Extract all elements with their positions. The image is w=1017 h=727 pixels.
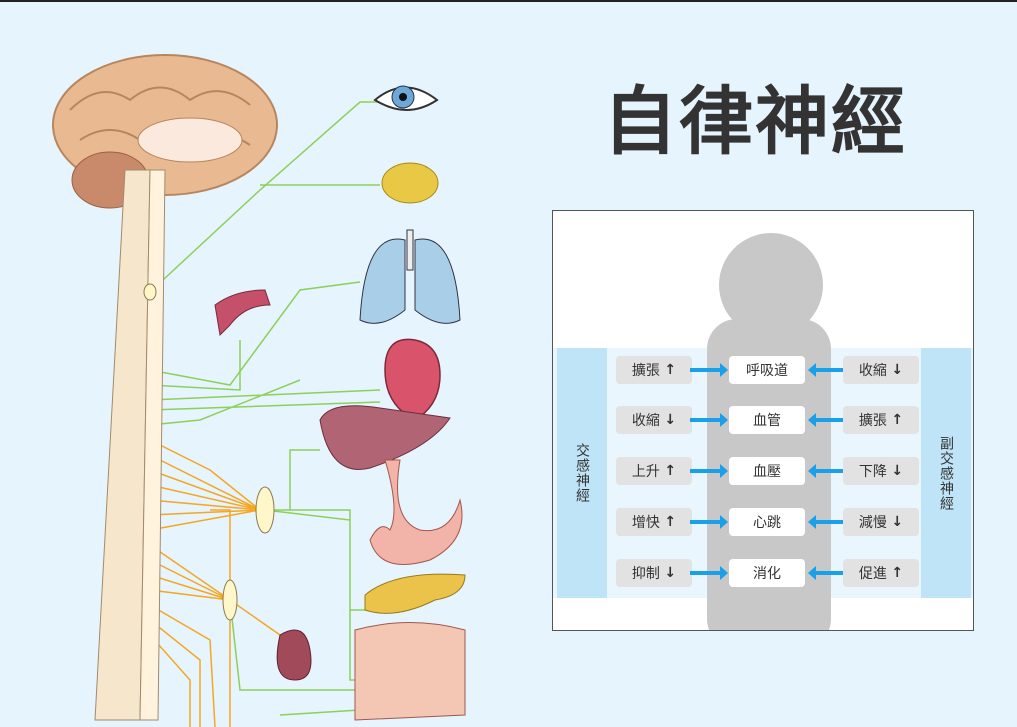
direction-arrow-icon: ↓ [891,463,904,479]
effect-text: 擴張 [858,413,887,429]
direction-arrow-icon: ↓ [891,514,904,530]
parasympathetic-effect: 收縮 ↓ [843,356,919,384]
organ-label: 消化 [729,559,805,587]
sympathetic-label: 交感神經 [574,443,590,503]
organ-label: 心跳 [729,508,805,536]
parasympathetic-effect: 下降 ↓ [843,457,919,485]
effect-text: 抑制 [631,566,660,582]
right-arrow-icon [690,515,728,529]
effect-text: 上升 [631,464,660,480]
parasympathetic-column: 副交感神經 [921,348,971,598]
parasympathetic-effect: 減慢 ↓ [843,508,919,536]
direction-arrow-icon: ↑ [891,412,904,428]
nervous-system-illustration [52,54,466,727]
sympathetic-effect: 上升 ↑ [616,457,692,485]
parasympathetic-label: 副交感神經 [938,435,954,511]
direction-arrow-icon: ↑ [664,463,677,479]
organ-label: 血管 [729,406,805,434]
effect-text: 減慢 [858,515,887,531]
lungs [359,229,461,324]
page-title: 自律神經 [603,79,907,165]
organ-label: 血壓 [729,457,805,485]
left-arrow-icon [808,515,846,529]
sympathetic-effect: 抑制 ↓ [616,559,692,587]
direction-arrow-icon: ↑ [664,514,677,530]
liver [319,405,451,470]
right-arrow-icon [690,464,728,478]
direction-arrow-icon: ↓ [891,362,904,378]
effect-text: 促進 [858,566,887,582]
autonomic-effects-diagram: 交感神經 副交感神經 擴張 ↑ 呼吸道 收縮 ↓ 收縮 ↓ 血管 擴張 ↑ 上升… [552,210,974,631]
effect-text: 下降 [858,464,887,480]
eye [373,85,439,111]
stomach [369,459,463,565]
blood-vessel [214,289,271,337]
right-arrow-icon [690,413,728,427]
parasympathetic-effect: 促進 ↑ [843,559,919,587]
pancreas [364,573,466,614]
effect-text: 收縮 [858,363,887,379]
sympathetic-effect: 增快 ↑ [616,508,692,536]
organ-label: 呼吸道 [729,356,805,384]
left-arrow-icon [808,464,846,478]
sympathetic-effect: 擴張 ↑ [616,356,692,384]
direction-arrow-icon: ↓ [664,565,677,581]
sympathetic-effect: 收縮 ↓ [616,406,692,434]
right-arrow-icon [690,363,728,377]
intestines [354,622,466,721]
direction-arrow-icon: ↓ [664,412,677,428]
direction-arrow-icon: ↑ [664,362,677,378]
direction-arrow-icon: ↑ [891,565,904,581]
gland [381,162,439,204]
right-arrow-icon [690,566,728,580]
sympathetic-column: 交感神經 [557,348,607,598]
left-arrow-icon [808,413,846,427]
heart [384,338,441,421]
parasympathetic-effect: 擴張 ↑ [843,406,919,434]
effect-text: 增快 [631,515,660,531]
left-arrow-icon [808,363,846,377]
kidney [276,629,312,681]
ganglia [143,283,275,621]
left-arrow-icon [808,566,846,580]
spinal-cord [94,169,166,721]
effect-text: 擴張 [631,363,660,379]
top-border [0,0,1017,2]
effect-text: 收縮 [631,413,660,429]
